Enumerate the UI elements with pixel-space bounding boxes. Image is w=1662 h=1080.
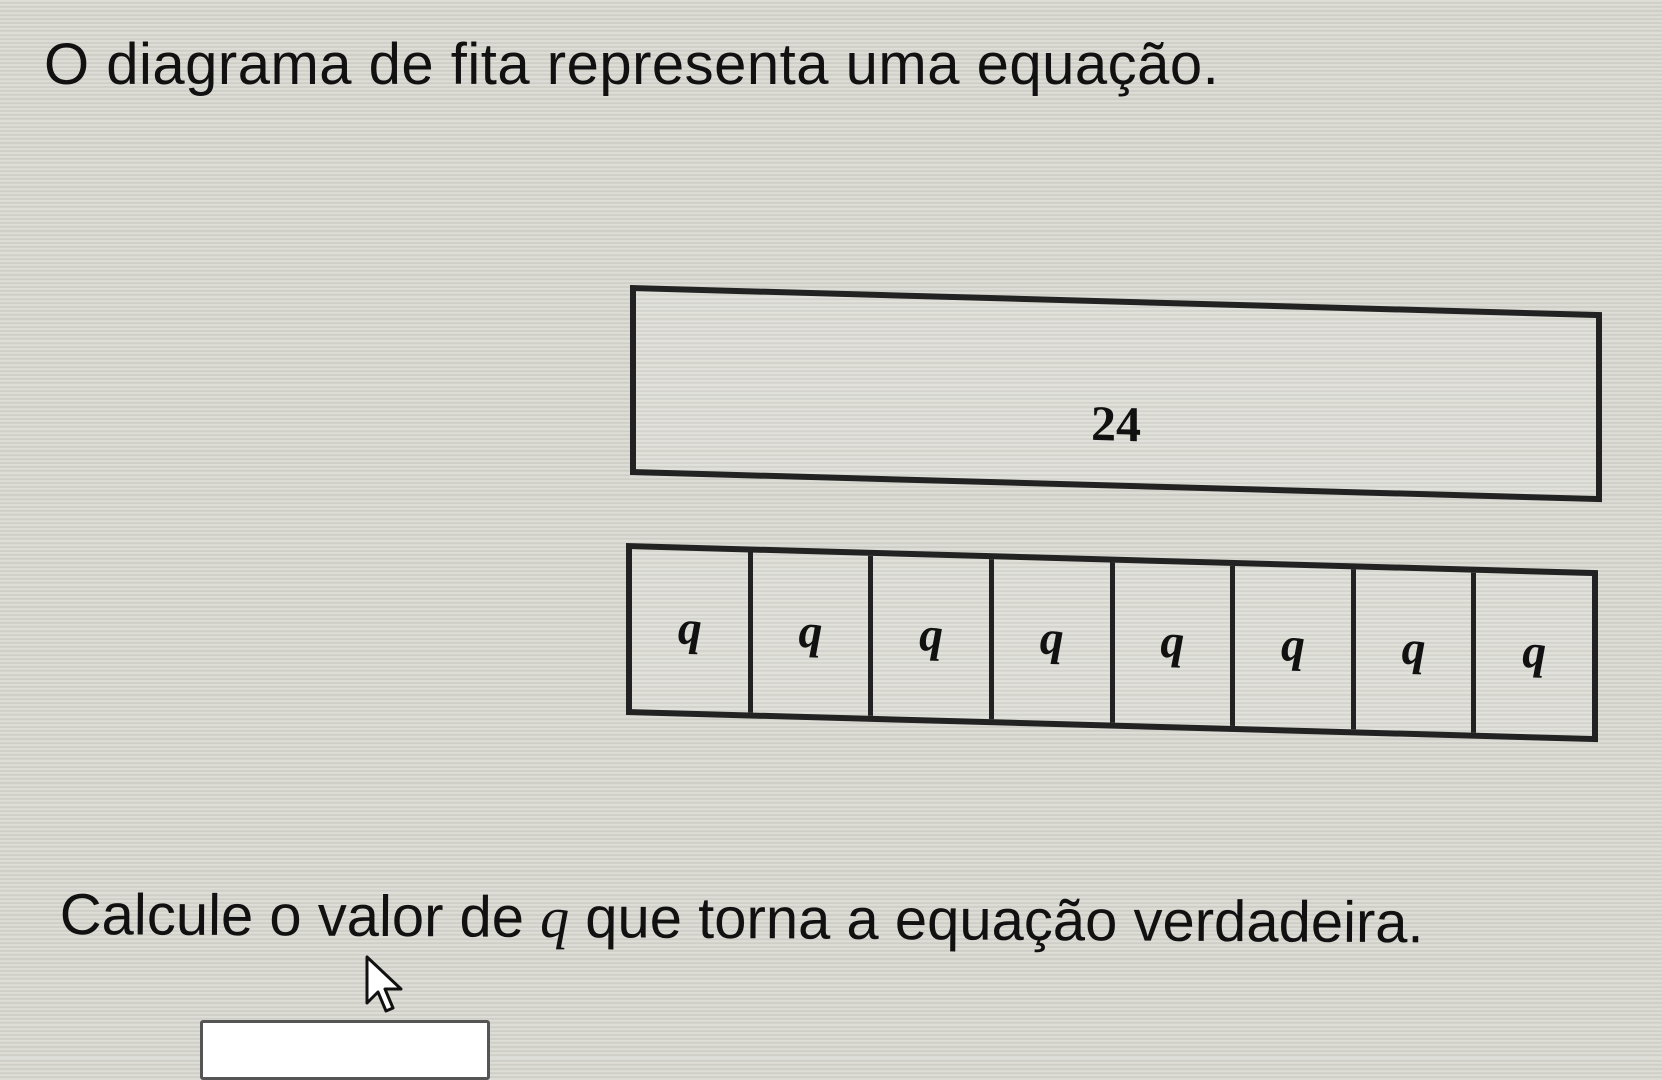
tape-part-label: q xyxy=(1522,625,1547,679)
tape-part: q xyxy=(632,549,753,713)
tape-part: q xyxy=(1235,566,1356,730)
tape-part-label: q xyxy=(1401,621,1426,676)
tape-part: q xyxy=(1355,569,1477,733)
question-text: Calcule o valor de q que torna a equação… xyxy=(60,880,1424,958)
tape-part-label: q xyxy=(1039,611,1064,666)
tape-part-label: q xyxy=(677,601,702,656)
tape-parts-bar: q q q q q q q q xyxy=(626,543,1598,743)
question-variable: q xyxy=(539,884,570,951)
question-text-end: que torna a equação verdadeira. xyxy=(568,885,1424,956)
tape-total-bar: 24 xyxy=(630,285,1602,503)
tape-part: q xyxy=(1114,562,1236,727)
answer-input[interactable] xyxy=(200,1020,490,1080)
prompt-text: O diagrama de fita representa uma equaçã… xyxy=(44,32,1220,97)
tape-part-label: q xyxy=(1280,618,1305,672)
tape-total-value: 24 xyxy=(1091,394,1141,453)
tape-part: q xyxy=(993,559,1115,723)
tape-part-label: q xyxy=(919,608,944,662)
tape-part: q xyxy=(752,552,874,716)
tape-part: q xyxy=(1476,573,1592,736)
tape-diagram: 24 q q q q q q q q xyxy=(626,285,1610,760)
mouse-pointer-icon xyxy=(365,955,403,1013)
tape-part: q xyxy=(873,555,994,720)
tape-part-label: q xyxy=(1160,614,1185,669)
question-text-start: Calcule o valor de xyxy=(59,881,541,950)
tape-part-label: q xyxy=(798,604,823,659)
